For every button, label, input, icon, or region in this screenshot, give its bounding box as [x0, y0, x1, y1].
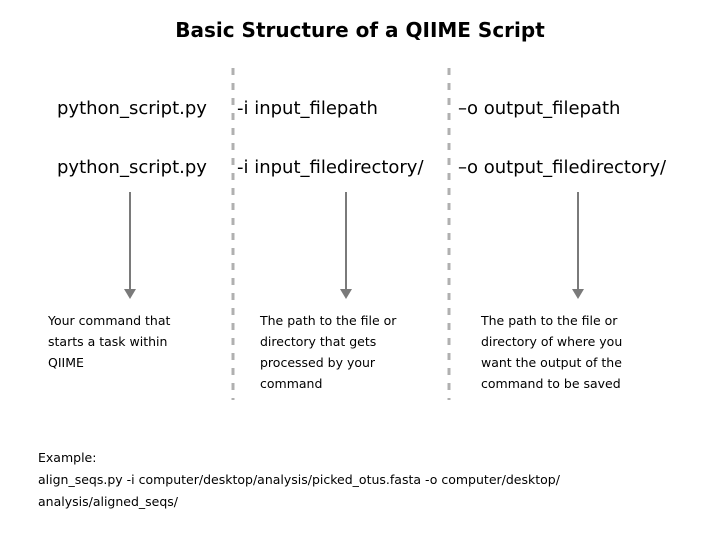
description-line: directory that gets	[260, 334, 377, 349]
row1-script: python_script.py	[57, 98, 207, 119]
description-line: The path to the file or	[260, 313, 397, 328]
row2-script: python_script.py	[57, 157, 207, 178]
description-line: command	[260, 376, 323, 391]
example-line-2: analysis/aligned_seqs/	[38, 494, 179, 509]
description-line: processed by your	[260, 355, 376, 370]
row2-input: -i input_filedirectory/	[237, 157, 424, 178]
arrow-output	[572, 192, 584, 299]
description-line: want the output of the	[481, 355, 622, 370]
description-line: Your command that	[48, 313, 171, 328]
diagram-title: Basic Structure of a QIIME Script	[175, 18, 545, 42]
description-line: QIIME	[48, 355, 84, 370]
arrow-script	[124, 192, 136, 299]
row2-output: –o output_filedirectory/	[458, 157, 667, 178]
input-description: The path to the file or directory that g…	[260, 310, 396, 394]
row1-input: -i input_filepath	[237, 98, 378, 119]
row1-output: –o output_filepath	[458, 98, 621, 119]
description-line: starts a task within	[48, 334, 168, 349]
example-label: Example:	[38, 450, 97, 465]
description-line: directory of where you	[481, 334, 623, 349]
example-block: Example: align_seqs.py -i computer/deskt…	[38, 447, 698, 513]
description-line: The path to the file or	[481, 313, 618, 328]
output-description: The path to the file or directory of whe…	[481, 310, 622, 394]
example-line-1: align_seqs.py -i computer/desktop/analys…	[38, 472, 560, 487]
arrow-input	[340, 192, 352, 299]
description-line: command to be saved	[481, 376, 621, 391]
script-description: Your command that starts a task within Q…	[48, 310, 170, 373]
